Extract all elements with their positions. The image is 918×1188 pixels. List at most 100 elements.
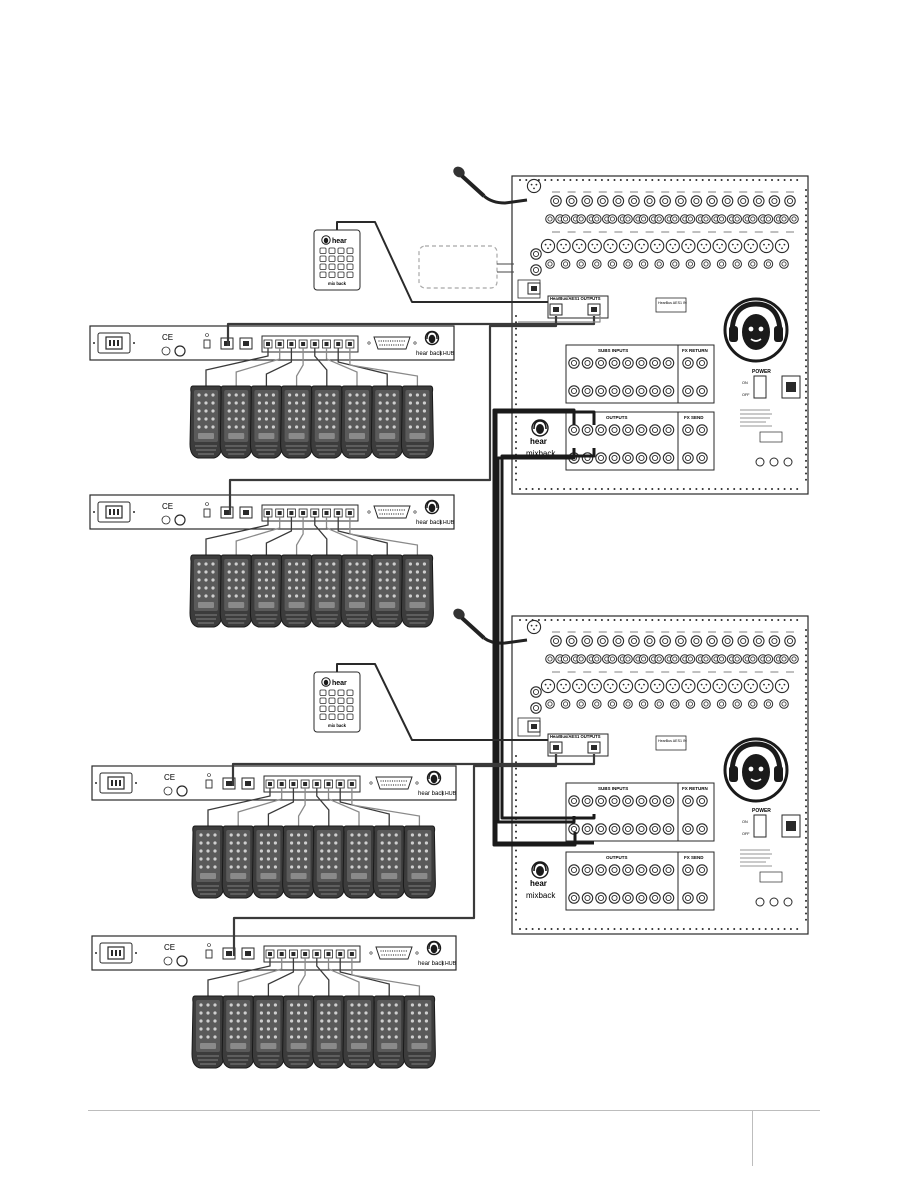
- remote-key[interactable]: [319, 713, 327, 720]
- remote-key[interactable]: [328, 255, 336, 262]
- remote-key[interactable]: [346, 247, 354, 254]
- ce-mark: CE: [162, 333, 173, 342]
- line-input-jack: [789, 654, 799, 664]
- mic-input-xlr: [712, 678, 727, 694]
- remote-key[interactable]: [346, 697, 354, 704]
- remote-key[interactable]: [328, 263, 336, 270]
- mic-input-xlr: [618, 238, 634, 254]
- remote-key[interactable]: [337, 255, 345, 262]
- hub-brand: hear back: [416, 351, 443, 357]
- cat5-cable: [316, 788, 330, 826]
- remote-key[interactable]: [319, 697, 327, 704]
- remote-key[interactable]: [328, 689, 336, 696]
- remote-key[interactable]: [337, 713, 345, 720]
- remote-key[interactable]: [346, 263, 354, 270]
- console-model-bottom: mixback: [526, 891, 556, 900]
- channel-insert-jack: [659, 195, 671, 207]
- etl-mark-icon: [176, 785, 188, 797]
- cat5-cable: [339, 958, 390, 996]
- personal-mixer: [340, 554, 374, 628]
- line-input-jack: [623, 214, 633, 224]
- personal-mixer: [400, 554, 434, 628]
- cat5-cable: [349, 517, 419, 555]
- remote-key[interactable]: [337, 705, 345, 712]
- cat5-cable: [207, 788, 271, 826]
- remote-key[interactable]: [337, 271, 345, 278]
- remote-key[interactable]: [337, 247, 345, 254]
- remote-key[interactable]: [319, 271, 327, 278]
- bus-jack: [595, 357, 607, 369]
- remote-key[interactable]: [328, 271, 336, 278]
- direct-out-jack: [592, 259, 602, 269]
- etl-mark-icon: [176, 955, 188, 967]
- mic-input-xlr: [743, 678, 758, 694]
- channel-insert-jack: [612, 635, 625, 647]
- remote-key[interactable]: [319, 247, 327, 254]
- db25-port-icon: [369, 946, 419, 960]
- remote-key[interactable]: [337, 697, 345, 704]
- line-input-jack: [701, 214, 711, 224]
- remote-key[interactable]: [346, 255, 354, 262]
- remote-key[interactable]: [346, 689, 354, 696]
- bus-jack: [622, 385, 634, 397]
- hub-model: | HUB: [440, 351, 455, 357]
- bus-jack: [662, 892, 675, 904]
- remote-key[interactable]: [346, 705, 354, 712]
- remote-key[interactable]: [328, 697, 336, 704]
- bus-jack: [595, 424, 607, 436]
- cat5-cable: [325, 348, 358, 386]
- power-inlet-icon: [95, 772, 137, 794]
- bus-jack: [622, 892, 634, 904]
- mic-input-xlr: [712, 238, 727, 254]
- channel-insert-jack: [721, 195, 734, 207]
- line-input-jack: [607, 214, 618, 224]
- bus-jack: [608, 424, 621, 436]
- ethernet-port-icon: [241, 947, 255, 960]
- cat5-cable: [207, 958, 271, 996]
- remote-key[interactable]: [328, 705, 336, 712]
- cat5-cable: [351, 958, 421, 996]
- cat5-cable: [237, 788, 283, 826]
- power-on-label: ON: [742, 381, 748, 385]
- remote-key[interactable]: [346, 271, 354, 278]
- direct-out-jack: [607, 259, 618, 269]
- remote-key[interactable]: [319, 705, 327, 712]
- direct-out-jack: [685, 259, 696, 269]
- fx-jack: [696, 452, 708, 464]
- cat5-cable: [205, 348, 269, 386]
- personal-mixer: [251, 825, 285, 899]
- mic-input-xlr: [618, 678, 634, 694]
- power-off-label: OFF: [742, 393, 750, 397]
- fx-jack: [696, 385, 708, 397]
- remote-key[interactable]: [337, 689, 345, 696]
- remote-key[interactable]: [319, 263, 327, 270]
- bus-jack: [649, 892, 661, 904]
- bus-jack: [581, 823, 594, 835]
- channel-insert-jack: [784, 635, 796, 647]
- remote-key[interactable]: [328, 713, 336, 720]
- console-model-top: mixback: [526, 449, 556, 458]
- cat5-cable: [205, 517, 269, 555]
- cat5-cable: [349, 348, 419, 386]
- remote-key[interactable]: [337, 263, 345, 270]
- remote-key[interactable]: [319, 255, 327, 262]
- remote-key[interactable]: [319, 689, 327, 696]
- personal-mixer: [372, 995, 406, 1069]
- line-input-jack: [592, 654, 602, 664]
- direct-out-jack: [716, 259, 727, 269]
- personal-mixer: [312, 995, 346, 1069]
- channel-insert-jack: [690, 635, 703, 647]
- line-input-jack: [748, 654, 758, 664]
- bus-jack: [581, 452, 594, 464]
- remote-key[interactable]: [328, 247, 336, 254]
- cat5-cable: [265, 348, 293, 386]
- channel-insert-jack: [768, 195, 781, 207]
- channel-insert-jack: [581, 635, 593, 647]
- hear-logo-icon: [426, 940, 442, 956]
- mic-input-xlr: [540, 238, 556, 254]
- mic-input-xlr: [540, 678, 556, 694]
- channel-insert-jack: [565, 635, 578, 647]
- cat5-cable: [265, 517, 293, 555]
- direct-out-jack: [670, 699, 680, 709]
- remote-key[interactable]: [346, 713, 354, 720]
